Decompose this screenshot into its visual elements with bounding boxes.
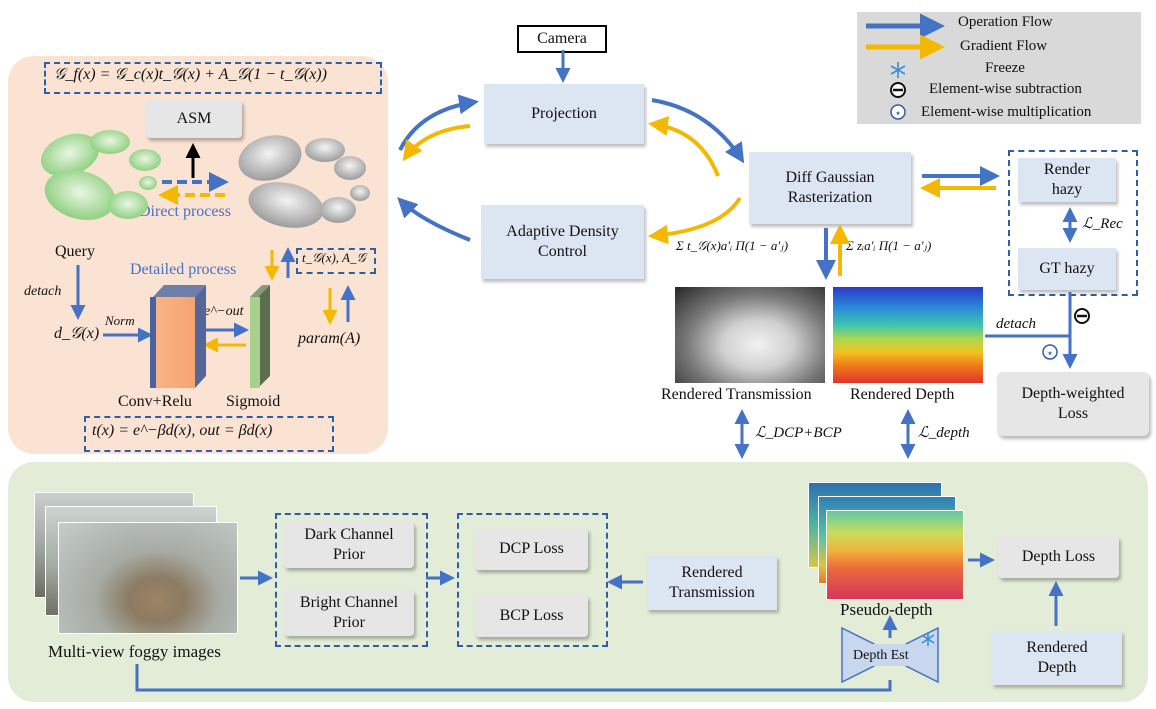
depth-loss-box: Depth Loss xyxy=(998,536,1119,578)
t-a-label: t_𝒢(x), A_𝒢 xyxy=(302,250,366,265)
rendered-depth-box-label: Rendered Depth xyxy=(1026,639,1088,676)
foggy-image-front xyxy=(58,522,238,634)
dcp-loss-box: DCP Loss xyxy=(475,528,588,570)
detach-label-right: detach xyxy=(996,316,1036,332)
sum-z-label: Σ zᵢa′ᵢ Π(1 − a′ⱼ) xyxy=(846,238,932,253)
depth-weighted-loss-label: Depth-weighted Loss xyxy=(1021,385,1125,422)
legend xyxy=(857,12,1141,124)
asm-box: ASM xyxy=(146,100,242,138)
asm-label: ASM xyxy=(176,110,212,127)
hazy-gaussians xyxy=(238,135,370,228)
formula-top: 𝒢_f(x) = 𝒢_c(x)t_𝒢(x) + A_𝒢(1 − t_𝒢(x)) xyxy=(54,66,327,83)
sigmoid-label: Sigmoid xyxy=(226,393,281,410)
gt-hazy-label: GT hazy xyxy=(1039,260,1095,277)
formula-bottom-box xyxy=(84,416,334,452)
diff-gaussian-label: Diff Gaussian Rasterization xyxy=(785,169,875,206)
conv-relu-label: Conv+Relu xyxy=(118,393,192,410)
projection-label: Projection xyxy=(531,105,597,122)
l-dcp-bcp-label: ℒ_DCP+BCP xyxy=(755,425,842,441)
render-hazy-label: Render hazy xyxy=(1043,161,1091,198)
query-label: Query xyxy=(55,243,95,260)
legend-multiplication-icon: ⋆ xyxy=(890,104,906,120)
legend-subtraction: Element-wise subtraction xyxy=(929,81,1082,97)
depth-weighted-loss-box: Depth-weighted Loss xyxy=(997,372,1149,436)
sigmoid-layer xyxy=(250,285,270,388)
render-group-box xyxy=(1008,150,1138,296)
depth-est-network xyxy=(841,626,939,684)
rendered-depth-image xyxy=(833,287,983,383)
proj-loop-yellow xyxy=(402,124,471,162)
dcp-loss-label: DCP Loss xyxy=(499,540,564,557)
legend-multiplication: Element-wise multiplication xyxy=(921,104,1092,120)
diff-to-proj-yellow xyxy=(648,116,720,177)
norm-label: Norm xyxy=(105,313,135,328)
rendered-transmission-box-label: Rendered Transmission xyxy=(669,564,755,601)
l-rec-label: ℒ_Rec xyxy=(1082,216,1123,232)
sum-t-label: Σ t_𝒢(x)a′ᵢ Π(1 − a′ⱼ) xyxy=(676,238,789,253)
svg-text:⋆: ⋆ xyxy=(1046,346,1054,360)
bright-channel-box: Bright Channel Prior xyxy=(284,590,414,636)
legend-freeze: Freeze xyxy=(985,60,1025,76)
rendered-transmission-image xyxy=(675,287,825,383)
camera-label: Camera xyxy=(537,30,587,47)
bcp-loss-box: BCP Loss xyxy=(475,595,588,637)
depth-est-freeze-icon xyxy=(921,632,935,646)
rendered-transmission-box: Rendered Transmission xyxy=(647,556,777,610)
adaptive-density-box: Adaptive Density Control xyxy=(481,205,644,279)
t-a-box xyxy=(296,248,376,274)
multiplication-icon: ⋆ xyxy=(1042,344,1058,360)
legend-operation-flow: Operation Flow xyxy=(958,14,1053,30)
rendered-transmission-label: Rendered Transmission xyxy=(661,386,812,403)
diff-to-adc-yellow xyxy=(648,196,742,245)
gt-hazy-box: GT hazy xyxy=(1018,248,1116,290)
direct-process-label: Direct process xyxy=(139,203,231,220)
render-hazy-box: Render hazy xyxy=(1018,158,1116,202)
multi-view-label: Multi-view foggy images xyxy=(48,642,221,661)
dark-channel-label: Dark Channel Prior xyxy=(304,526,394,563)
legend-subtraction-icon xyxy=(890,82,906,98)
priors-group-box xyxy=(275,513,428,647)
query-gaussians xyxy=(40,130,161,220)
images-to-depthest-line xyxy=(135,664,892,692)
legend-gradient-flow: Gradient Flow xyxy=(960,38,1048,54)
svg-text:⋆: ⋆ xyxy=(894,106,902,120)
dark-channel-box: Dark Channel Prior xyxy=(284,522,414,568)
param-label: param(A) xyxy=(298,330,361,347)
e-out-label: e^−out xyxy=(204,304,244,319)
rendered-depth-label: Rendered Depth xyxy=(850,386,955,403)
dg-label: d_𝒢(x) xyxy=(54,325,100,342)
conv-relu-layer xyxy=(150,285,206,388)
l-depth-label: ℒ_depth xyxy=(918,425,970,441)
subtraction-icon xyxy=(1074,308,1090,324)
bcp-loss-label: BCP Loss xyxy=(499,607,564,624)
pseudo-depth-image-front xyxy=(826,510,964,600)
diff-gaussian-box: Diff Gaussian Rasterization xyxy=(749,152,911,224)
formula-top-box xyxy=(44,62,382,94)
detach-label-left: detach xyxy=(24,284,62,299)
depth-loss-label: Depth Loss xyxy=(1021,548,1096,565)
pseudo-depth-label: Pseudo-depth xyxy=(840,600,933,619)
adc-to-proj-arrow xyxy=(397,197,471,242)
bright-channel-label: Bright Channel Prior xyxy=(299,594,399,631)
legend-snowflake-icon xyxy=(890,62,906,78)
proj-to-diff-blue xyxy=(651,98,745,164)
projection-box: Projection xyxy=(484,84,644,144)
detailed-process-label: Detailed process xyxy=(130,261,237,278)
formula-bottom: t(x) = e^−βd(x), out = βd(x) xyxy=(92,422,273,439)
rendered-depth-box: Rendered Depth xyxy=(992,631,1122,685)
adaptive-density-label: Adaptive Density Control xyxy=(506,223,619,260)
depth-est-label: Depth Est xyxy=(853,648,909,663)
